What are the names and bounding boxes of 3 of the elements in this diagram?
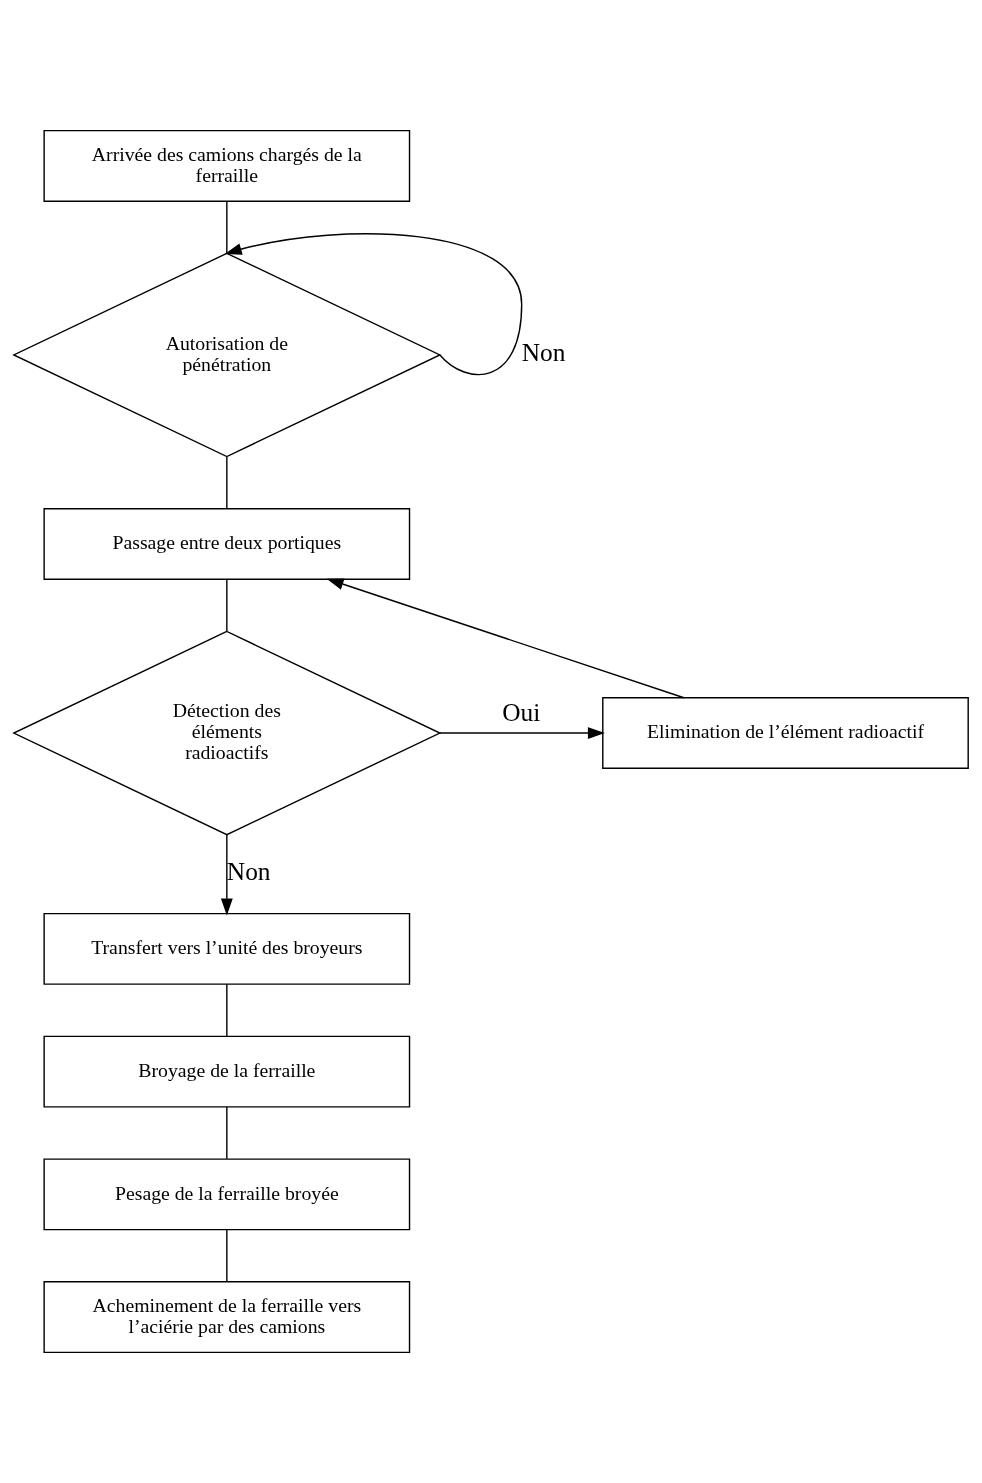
edge-label: Oui: [502, 697, 541, 726]
edge-label: Non: [521, 338, 566, 367]
edge-label: Non: [226, 857, 271, 886]
